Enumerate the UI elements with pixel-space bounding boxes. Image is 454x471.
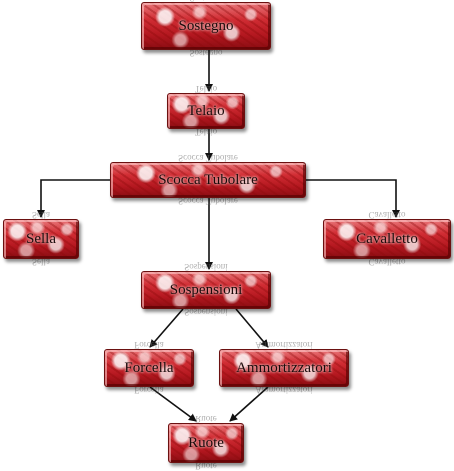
node-sospensioni: Sospensioni [141, 271, 271, 309]
node-sella: Sella [3, 219, 79, 259]
edge-sospensioni-to-ammortizzatori [235, 308, 269, 348]
node-label-sostegno: Sostegno [178, 17, 234, 34]
node-sostegno: Sostegno [141, 2, 271, 50]
node-label-sella: Sella [26, 230, 56, 247]
node-telaio: Telaio [167, 93, 245, 129]
edges-layer [37, 50, 400, 422]
edge-scocca-to-cavalletto [306, 179, 400, 218]
node-label-ruote: Ruote [188, 434, 224, 451]
node-label-telaio: Telaio [187, 102, 225, 119]
edge-ammortizzatori-to-ruote [229, 386, 269, 422]
node-scocca: Scocca Tubolare [110, 162, 306, 198]
node-label-sospensioni: Sospensioni [169, 281, 243, 298]
node-label-ammortizzatori: Ammortizzatori [236, 359, 332, 376]
node-ammortizzatori: Ammortizzatori [219, 349, 349, 387]
node-cavalletto: Cavalletto [323, 219, 451, 259]
node-forcella: Forcella [104, 349, 194, 387]
edge-sospensioni-to-forcella [149, 308, 184, 348]
node-ruote: Ruote [168, 423, 244, 463]
node-label-scocca: Scocca Tubolare [158, 171, 258, 188]
node-label-cavalletto: Cavalletto [356, 230, 418, 247]
edge-scocca-to-sella [37, 179, 110, 218]
edge-forcella-to-ruote [149, 386, 197, 422]
node-label-forcella: Forcella [124, 359, 174, 376]
